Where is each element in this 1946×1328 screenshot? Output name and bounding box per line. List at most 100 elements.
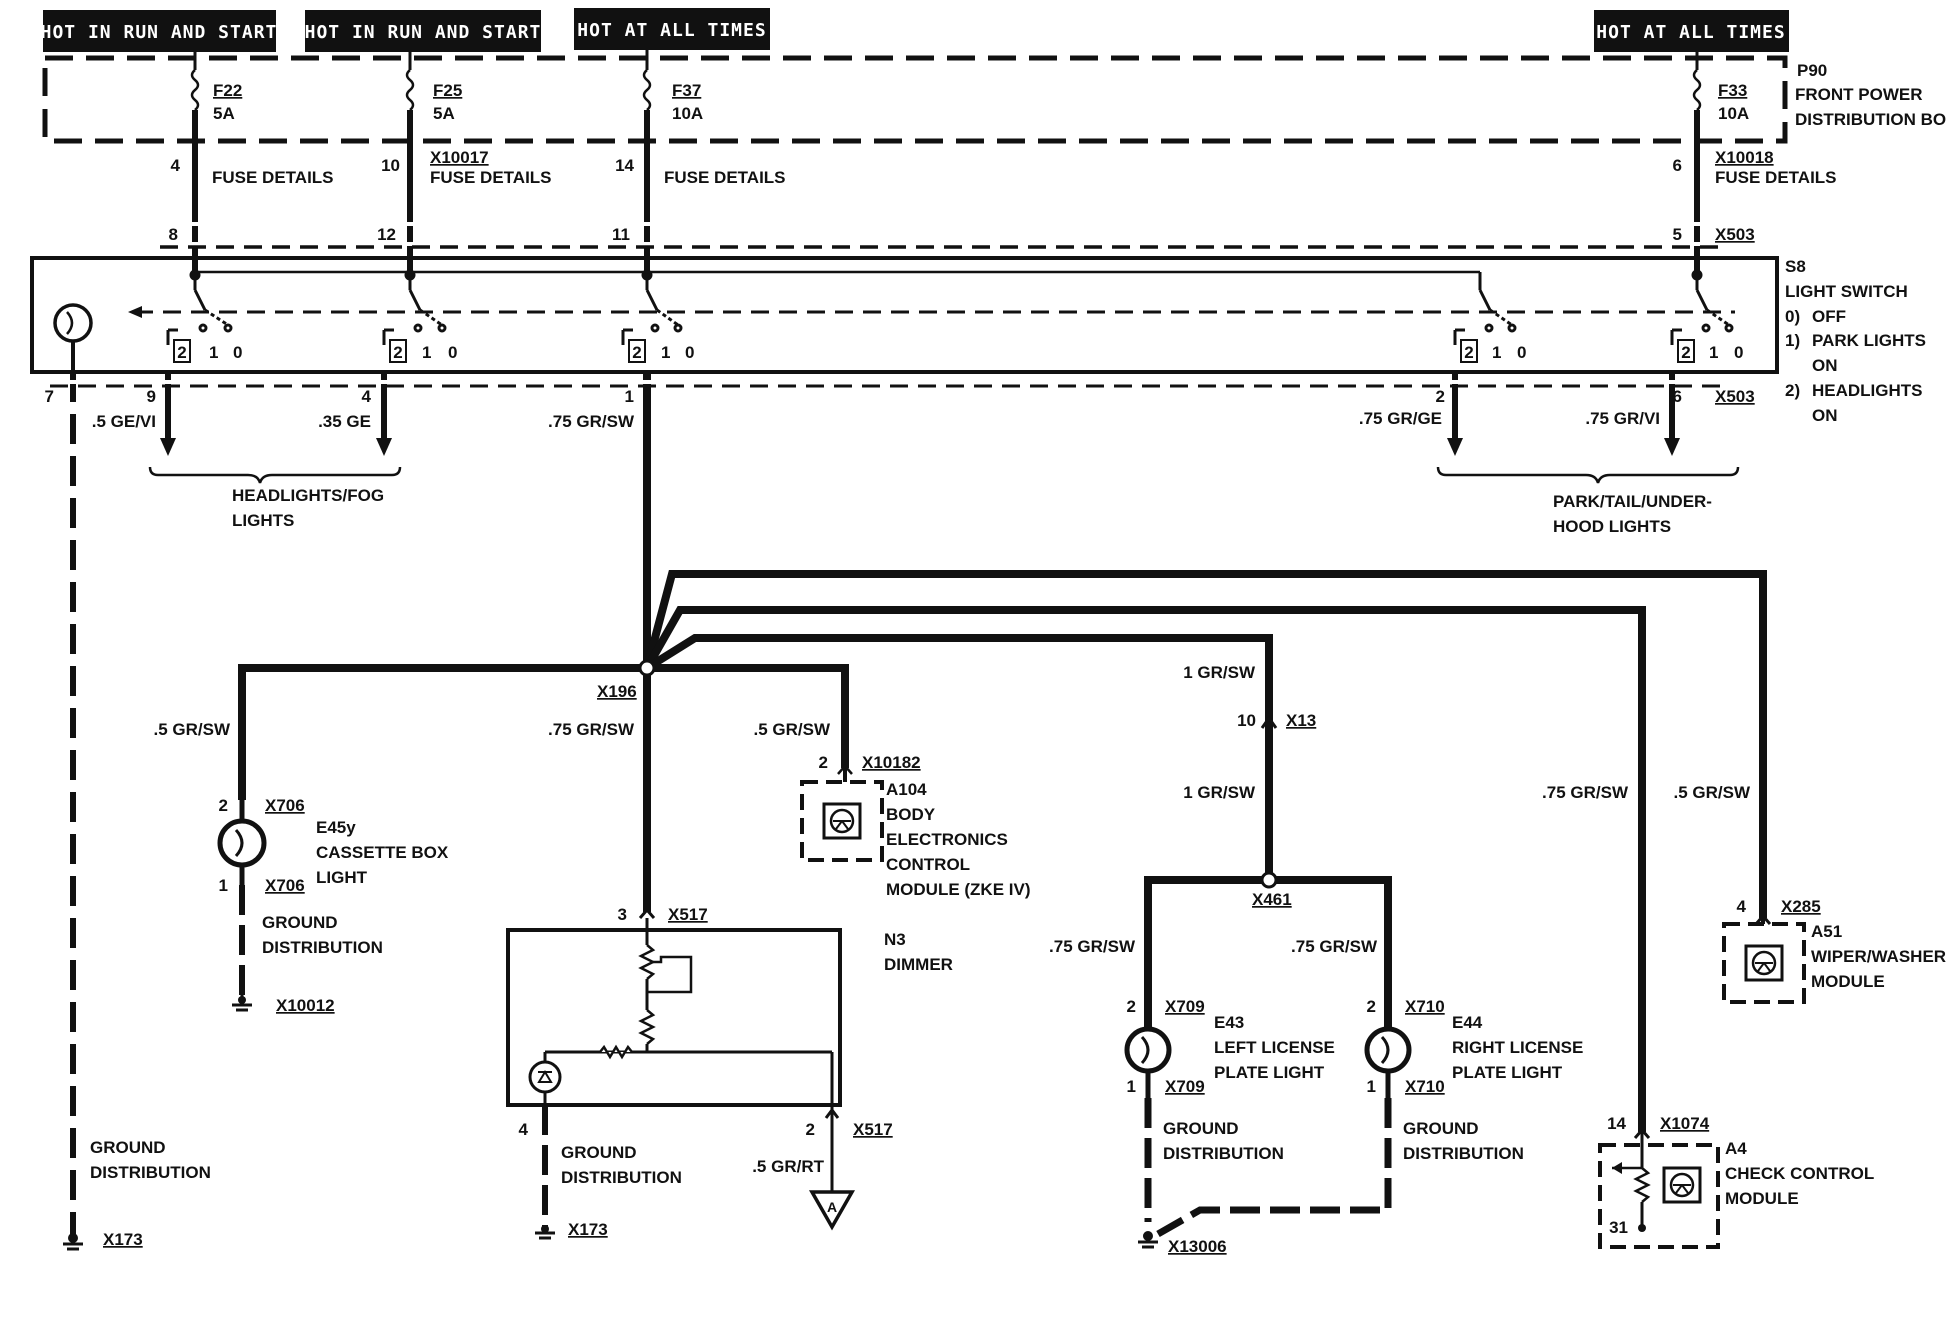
wire-label-lic-right: .75 GR/SW xyxy=(1291,937,1378,956)
fuse-box-outline xyxy=(42,55,1788,144)
ref-a-arrow-icon xyxy=(808,1190,856,1231)
header-label-3: HOT AT ALL TIMES xyxy=(577,20,766,41)
lic-right-name2: PLATE LIGHT xyxy=(1452,1063,1563,1082)
wire-label-pin4: .35 GE xyxy=(318,412,371,431)
dimmer-outline xyxy=(506,928,842,1107)
wiper-name: WIPER/WASHER xyxy=(1811,947,1946,966)
wiper-module-icon xyxy=(1744,944,1784,982)
fuse-box-name-1: FRONT POWER xyxy=(1795,85,1923,104)
zke-line-3: CONTROL xyxy=(886,855,970,874)
check-control-icon xyxy=(1662,1166,1702,1204)
header-box-3 xyxy=(574,8,770,50)
wiper-name2: MODULE xyxy=(1811,972,1885,991)
cassette-pin-bottom: 1 xyxy=(219,876,228,895)
switch-legend: S8 LIGHT SWITCH 0) OFF 1) PARK LIGHTS ON… xyxy=(1785,257,1926,425)
switch-pin-out-1: 1 xyxy=(625,387,634,406)
zke-line-1: BODY xyxy=(886,805,936,824)
switch-state-2-num: 2) xyxy=(1785,381,1800,400)
x13-pin: 10 xyxy=(1237,711,1256,730)
lic-right-pin-top: 2 xyxy=(1367,997,1376,1016)
fuse-box: P90 FRONT POWER DISTRIBUTION BOX xyxy=(42,55,1946,144)
dimmer-transistor-icon xyxy=(528,1060,562,1094)
light-switch: 2 1 0 2 1 0 2 1 0 2 1 0 2 1 0 xyxy=(30,256,1779,374)
switch-state-1-text2: ON xyxy=(1812,356,1838,375)
check-control-resistor-icon xyxy=(1633,1167,1651,1203)
switch-pin-in-11: 11 xyxy=(612,225,630,244)
distribution-network xyxy=(238,570,1767,1132)
wire-label-pin6: .75 GR/VI xyxy=(1585,409,1660,428)
lic-left-pin-top: 2 xyxy=(1127,997,1136,1016)
lic-ground-icon xyxy=(1138,1231,1158,1249)
switch-output-wires xyxy=(50,372,1720,1235)
wire-label-dimmer: .75 GR/SW xyxy=(548,720,635,739)
lic-right-conn-bottom: X710 xyxy=(1405,1077,1445,1096)
check-control-name: CHECK CONTROL xyxy=(1725,1164,1874,1183)
dimmer-resistor-icon xyxy=(638,1009,656,1045)
sw3-pos-2: 2 xyxy=(632,343,641,362)
fuse-f37-name: F37 xyxy=(672,81,701,100)
sw4-pos-0: 0 xyxy=(1517,343,1526,362)
header-label-4: HOT AT ALL TIMES xyxy=(1596,22,1785,43)
ref-a-label: A xyxy=(827,1199,837,1215)
fuse-columns xyxy=(160,50,1720,272)
wire-label-lic-left: .75 GR/SW xyxy=(1049,937,1136,956)
lic-right-pin-bottom: 1 xyxy=(1367,1077,1376,1096)
cassette-conn-top: X706 xyxy=(265,796,305,815)
fuse-pin-1: 4 xyxy=(171,156,181,175)
sw4-pos-1: 1 xyxy=(1492,343,1501,362)
wiper-module xyxy=(1722,913,1806,1004)
lic-left-id: E43 xyxy=(1214,1013,1244,1032)
switch-state-0-text: OFF xyxy=(1812,307,1846,326)
wire-label-x13-bottom: 1 GR/SW xyxy=(1183,783,1256,802)
park-tail-label-1: PARK/TAIL/UNDER- xyxy=(1553,492,1712,511)
wire-label-pin1: .75 GR/SW xyxy=(548,412,635,431)
fuse-f22-icon xyxy=(190,69,200,111)
fuse-details-3: FUSE DETAILS xyxy=(664,168,786,187)
splice-x461-dot xyxy=(1260,871,1278,889)
fuse-f33-icon xyxy=(1692,69,1702,111)
zke-module-outline xyxy=(800,780,884,862)
park-tail-brace xyxy=(1436,466,1740,484)
header-label-2: HOT IN RUN AND START xyxy=(305,22,542,43)
wiper-pin: 4 xyxy=(1737,897,1747,916)
lic-right-id: E44 xyxy=(1452,1013,1483,1032)
zke-module xyxy=(800,764,884,862)
dimmer-pin-out: 2 xyxy=(806,1120,815,1139)
cassette-ground-conn: X10012 xyxy=(276,996,335,1015)
left-ground-2: DISTRIBUTION xyxy=(90,1163,211,1182)
zke-line-2: ELECTRONICS xyxy=(886,830,1008,849)
fuse-f25-icon xyxy=(405,69,415,111)
switch-pin-out-4: 4 xyxy=(362,387,372,406)
fuse-f22-name: F22 xyxy=(213,81,242,100)
left-ground-1: GROUND xyxy=(90,1138,166,1157)
sw1-pos-0: 0 xyxy=(233,343,242,362)
lic-left-conn-top: X709 xyxy=(1165,997,1205,1016)
splice-x461-label: X461 xyxy=(1252,890,1292,909)
header-box-4 xyxy=(1594,10,1789,52)
wire-label-x13-top: 1 GR/SW xyxy=(1183,663,1256,682)
check-control-module xyxy=(1598,1127,1720,1249)
dimmer-ground-2: DISTRIBUTION xyxy=(561,1168,682,1187)
switch-pin-in-12: 12 xyxy=(377,225,396,244)
cassette-light xyxy=(217,800,267,1012)
splice-x196-dot xyxy=(638,659,656,677)
sw3-pos-0: 0 xyxy=(685,343,694,362)
dimmer-ground-icon xyxy=(535,1225,555,1240)
header-box-1 xyxy=(43,10,276,52)
sw5-pos-1: 1 xyxy=(1709,343,1718,362)
dimmer-ground-conn: X173 xyxy=(568,1220,608,1239)
switch-state-2-text: HEADLIGHTS xyxy=(1812,381,1923,400)
license-lights xyxy=(1124,1024,1412,1249)
switch-connector-top: X503 xyxy=(1715,225,1755,244)
switch-pin-in-8: 8 xyxy=(169,225,178,244)
fuse-details-2: FUSE DETAILS xyxy=(430,168,552,187)
switch-state-1-text: PARK LIGHTS xyxy=(1812,331,1926,350)
zke-module-icon xyxy=(822,802,862,840)
switch-id: S8 xyxy=(1785,257,1806,276)
sw2-pos-0: 0 xyxy=(448,343,457,362)
lic-right-ground-1: GROUND xyxy=(1403,1119,1479,1138)
fuse-f25-rating: 5A xyxy=(433,104,455,123)
power-headers: HOT IN RUN AND START HOT IN RUN AND STAR… xyxy=(41,8,1789,52)
wire-label-pin9: .5 GE/VI xyxy=(92,412,156,431)
park-tail-label-2: HOOD LIGHTS xyxy=(1553,517,1671,536)
